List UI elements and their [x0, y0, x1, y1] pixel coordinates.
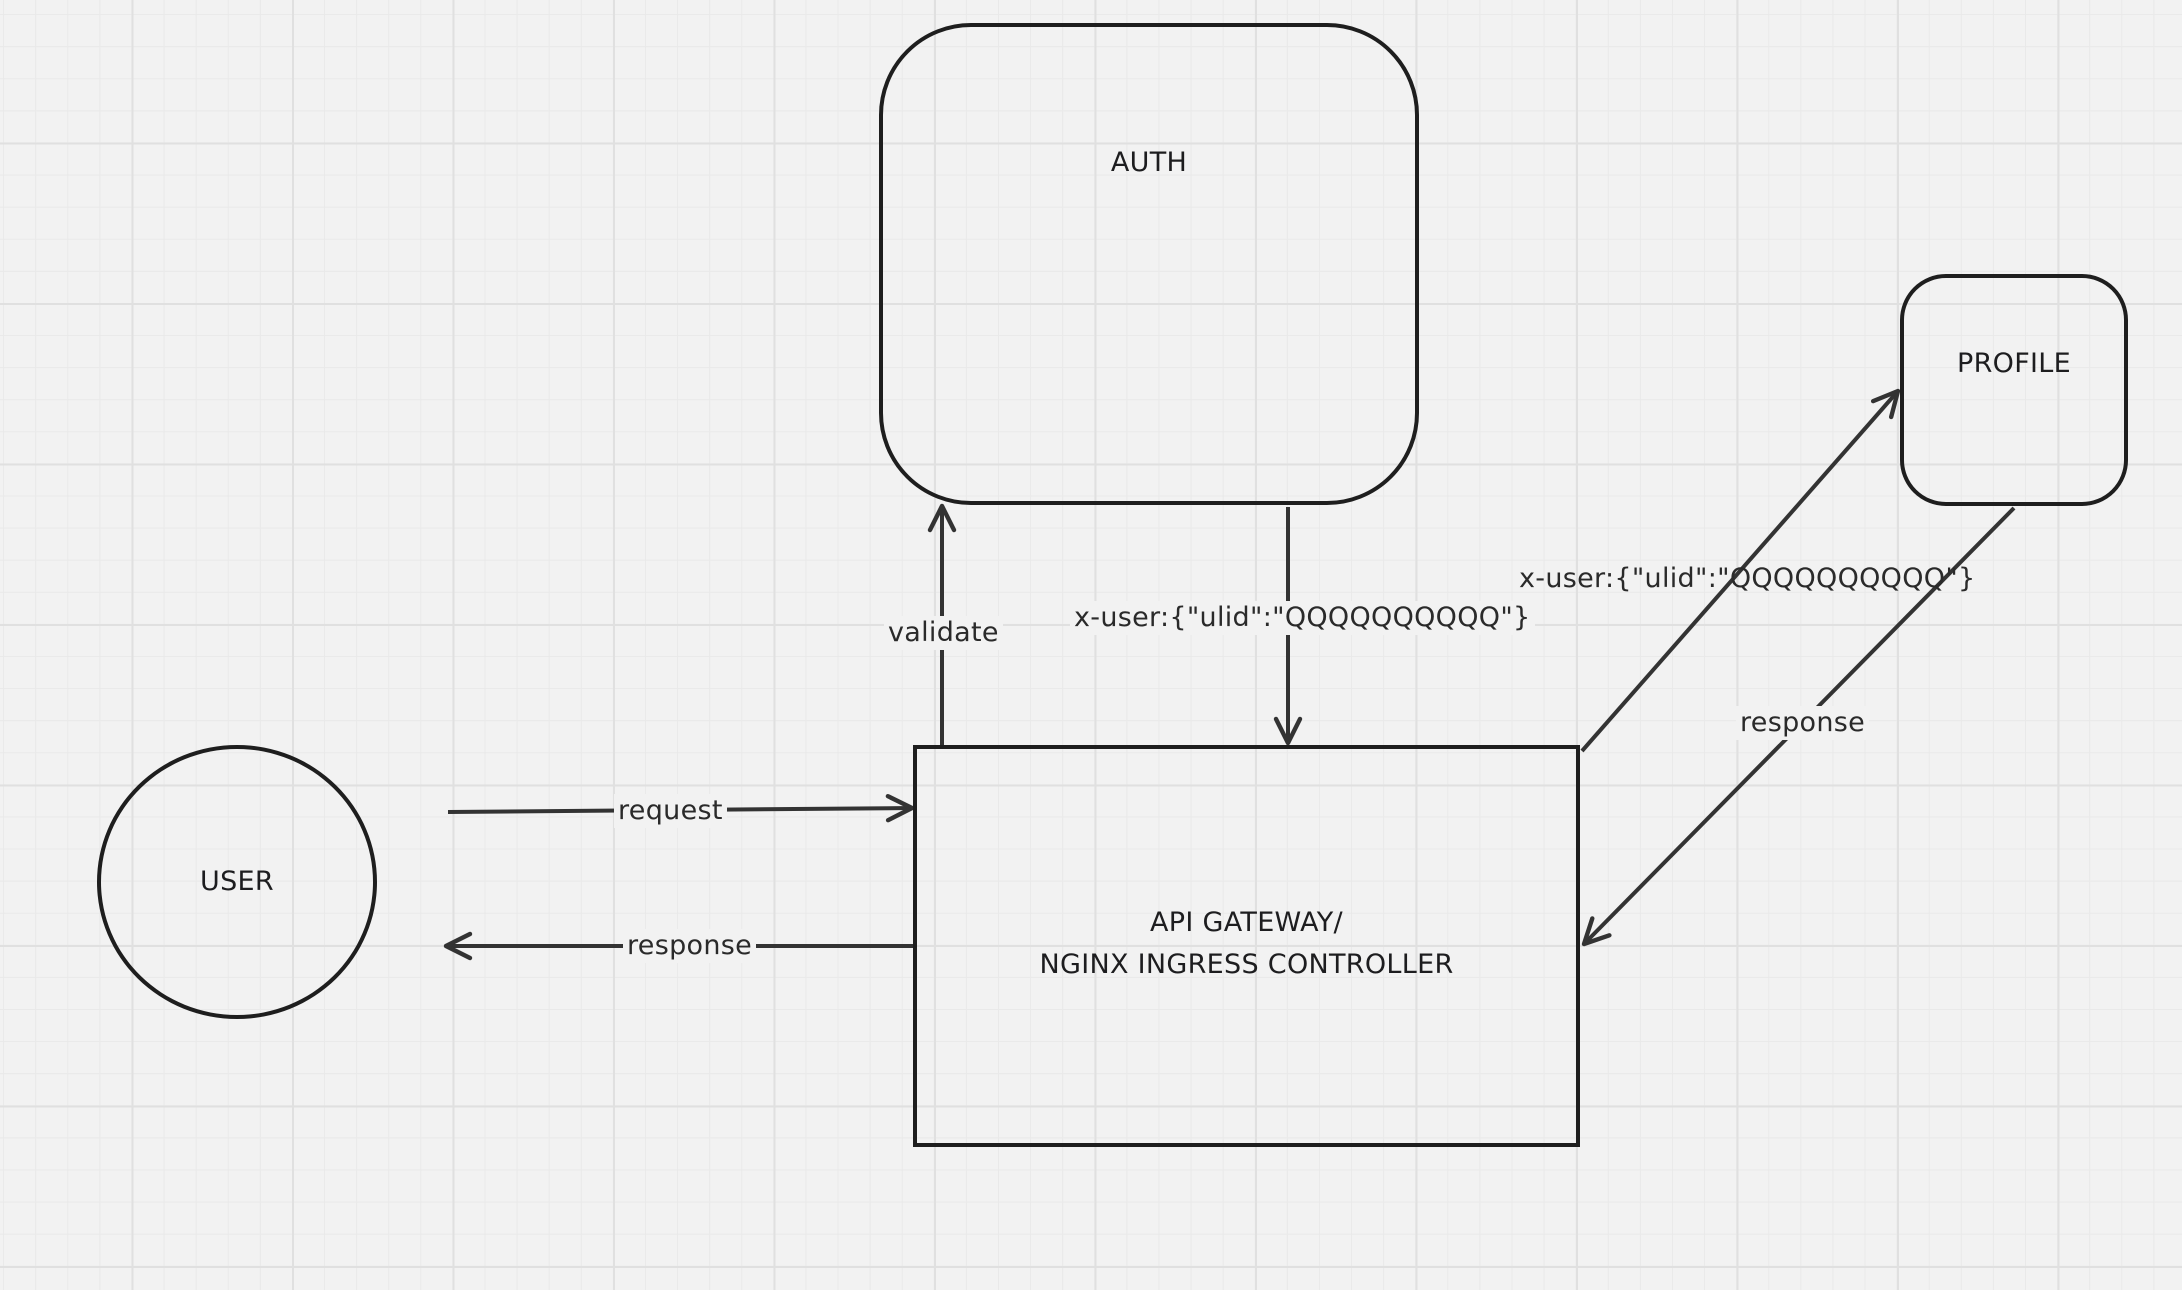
auth-header-label: x-user:{"ulid":"QQQQQQQQQQ"} [1070, 601, 1535, 635]
gateway-label-line1: API GATEWAY/ [1150, 907, 1343, 938]
profile-node-label: PROFILE [1957, 348, 2071, 379]
profile-header-arrow [1580, 388, 1901, 753]
gateway-label-line2: NGINX INGRESS CONTROLLER [1039, 949, 1454, 980]
user-node-label: USER [200, 866, 274, 897]
api-gateway-node[interactable]: API GATEWAY/ NGINX INGRESS CONTROLLER [913, 745, 1580, 1147]
profile-service-node[interactable]: PROFILE [1900, 274, 2128, 506]
request-label: request [614, 794, 727, 828]
validate-label: validate [884, 616, 1003, 650]
gateway-node-label: API GATEWAY/ NGINX INGRESS CONTROLLER [1039, 902, 1453, 986]
profile-header-label: x-user:{"ulid":"QQQQQQQQQQ"} [1519, 563, 1976, 594]
auth-service-node[interactable]: AUTH [879, 23, 1419, 505]
user-node[interactable]: USER [97, 745, 377, 1019]
auth-node-label: AUTH [1110, 147, 1188, 178]
response-from-profile-label: response [1736, 706, 1870, 740]
response-to-user-label: response [623, 929, 757, 963]
